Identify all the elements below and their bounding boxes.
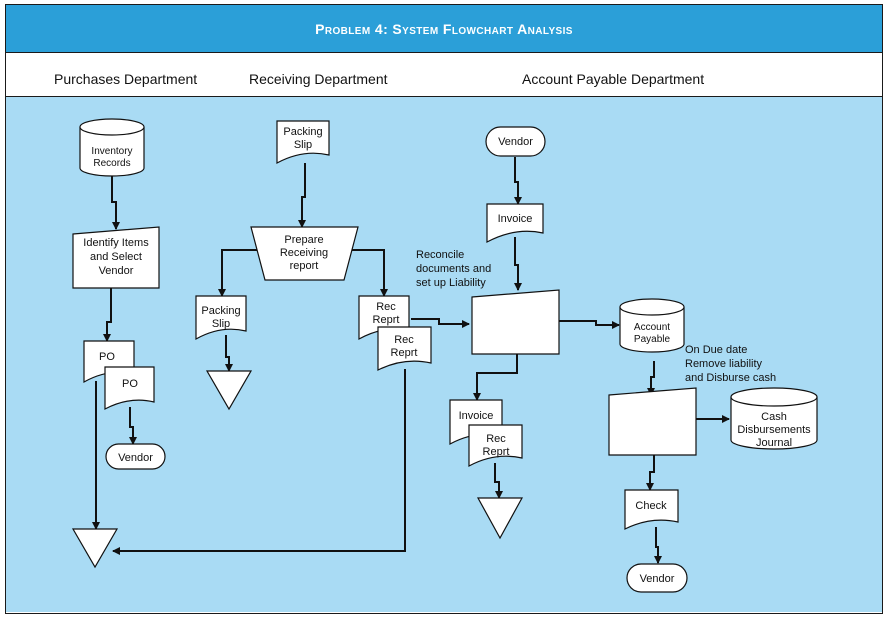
- identify-items-line-1: Identify Items: [83, 237, 149, 249]
- department-header-row: Purchases Department Receiving Departmen…: [6, 53, 882, 97]
- offline-file-triangle-ap: [476, 497, 524, 540]
- connector-identify-to-po: [103, 288, 112, 342]
- vendor-label-ap: Vendor: [498, 136, 533, 148]
- account-payable-line-1: Account: [634, 322, 670, 333]
- connector-inventory-to-identify: [111, 173, 120, 230]
- page-title: Problem 4: System Flowchart Analysis: [315, 21, 573, 37]
- rec-reprt-document-2: Rec Reprt: [377, 326, 432, 371]
- po-label-1: PO: [99, 351, 115, 363]
- flowchart-frame: Problem 4: System Flowchart Analysis Pur…: [5, 4, 883, 614]
- rec-reprt-1-line-2: Reprt: [373, 314, 400, 326]
- connector-reconcile-to-ap: [559, 320, 620, 329]
- rec-reprt-document-3: Rec Reprt: [468, 424, 523, 468]
- reconcile-note-line-3: set up Liability: [416, 277, 486, 289]
- packing-slip-2-line-1: Packing: [201, 305, 240, 317]
- prepare-receiving-line-3: report: [290, 260, 319, 272]
- connector-recreprt2-to-purch-file: [112, 369, 406, 555]
- prepare-receiving-manual-operation: Prepare Receiving report: [250, 226, 359, 281]
- connector-prepare-to-slip2: [218, 249, 257, 297]
- rec-reprt-2-line-1: Rec: [394, 334, 414, 346]
- payable-department-label: Account Payable Department: [522, 71, 705, 87]
- reconcile-manual-operation: [471, 289, 560, 355]
- identify-items-line-2: and Select: [90, 251, 142, 263]
- due-date-note-line-1: On Due date: [685, 344, 747, 356]
- connector-recreprt-to-reconcile: [411, 318, 470, 328]
- packing-slip-document-2: Packing Slip: [195, 295, 247, 341]
- connector-check-to-vendor: [654, 527, 662, 564]
- check-document: Check: [624, 489, 679, 530]
- flowchart-diagram: Inventory Records Identify Items and Sel…: [71, 118, 818, 593]
- cash-disbursements-journal-disk: Cash Disbursements Journal: [730, 387, 818, 450]
- due-date-note-line-2: Remove liability: [685, 358, 763, 370]
- vendor-terminal-final: Vendor: [626, 563, 688, 593]
- offline-file-triangle-receiving: [205, 370, 253, 411]
- identify-items-manual-operation: Identify Items and Select Vendor: [72, 226, 160, 289]
- cash-disbursements-line-1: Cash: [761, 411, 787, 423]
- connector-slip2-to-file: [225, 335, 233, 372]
- rec-reprt-3-line-2: Reprt: [483, 446, 510, 458]
- po-label-2: PO: [122, 378, 138, 390]
- packing-slip-top-line-2: Slip: [294, 139, 312, 151]
- reconcile-note-line-1: Reconcile: [416, 249, 464, 261]
- offline-file-triangle-purchases: [71, 528, 119, 569]
- rec-reprt-2-line-2: Reprt: [391, 347, 418, 359]
- account-payable-line-2: Payable: [634, 334, 671, 345]
- receiving-department-label: Receiving Department: [249, 71, 388, 87]
- connector-po2-to-vendor: [129, 407, 137, 445]
- due-date-note: On Due date Remove liability and Disburs…: [685, 344, 776, 384]
- connector-vendor-to-invoice: [514, 157, 522, 205]
- invoice-top-label: Invoice: [498, 213, 533, 225]
- packing-slip-top-line-1: Packing: [283, 126, 322, 138]
- invoice-2-label: Invoice: [459, 410, 494, 422]
- vendor-terminal-purchases: Vendor: [105, 443, 166, 470]
- identify-items-line-3: Vendor: [99, 265, 134, 277]
- connector-invoice-to-reconcile: [514, 237, 522, 291]
- reconcile-note-line-2: documents and: [416, 263, 491, 275]
- connector-prepare-to-recreprt: [346, 249, 388, 297]
- inventory-records-disk: Inventory Records: [79, 118, 145, 177]
- connector-slip-to-prepare: [298, 163, 306, 228]
- prepare-receiving-line-1: Prepare: [284, 234, 323, 246]
- connector-disburse-to-check: [646, 455, 655, 491]
- vendor-terminal-ap: Vendor: [485, 126, 546, 157]
- purchases-department-label: Purchases Department: [54, 71, 198, 87]
- inventory-records-line-2: Records: [93, 158, 130, 169]
- connector-reconcile-to-invoice2: [473, 354, 518, 401]
- cash-disbursements-line-3: Journal: [756, 437, 792, 449]
- cash-disbursements-line-2: Disbursements: [737, 424, 811, 436]
- connector-lines: [92, 157, 730, 564]
- invoice-document-top: Invoice: [486, 203, 544, 244]
- account-payable-disk: Account Payable: [619, 298, 685, 353]
- packing-slip-2-line-2: Slip: [212, 318, 230, 330]
- rec-reprt-3-line-1: Rec: [486, 433, 506, 445]
- connector-ap-to-disburse: [647, 361, 655, 396]
- reconcile-note: Reconcile documents and set up Liability: [416, 249, 491, 289]
- disburse-cash-manual-operation: [608, 387, 697, 456]
- po-document-2: PO: [104, 366, 155, 410]
- rec-reprt-1-line-1: Rec: [376, 301, 396, 313]
- prepare-receiving-line-2: Receiving: [280, 247, 328, 259]
- packing-slip-document-top: Packing Slip: [276, 120, 330, 165]
- title-bar: Problem 4: System Flowchart Analysis: [6, 5, 882, 53]
- flowchart-canvas: Inventory Records Identify Items and Sel…: [6, 97, 882, 612]
- check-label: Check: [635, 500, 667, 512]
- inventory-records-line-1: Inventory: [91, 146, 132, 157]
- connector-recreprt3-to-file: [494, 463, 503, 499]
- due-date-note-line-3: and Disburse cash: [685, 372, 776, 384]
- vendor-label-purchases: Vendor: [118, 452, 153, 464]
- vendor-label-final: Vendor: [640, 573, 675, 585]
